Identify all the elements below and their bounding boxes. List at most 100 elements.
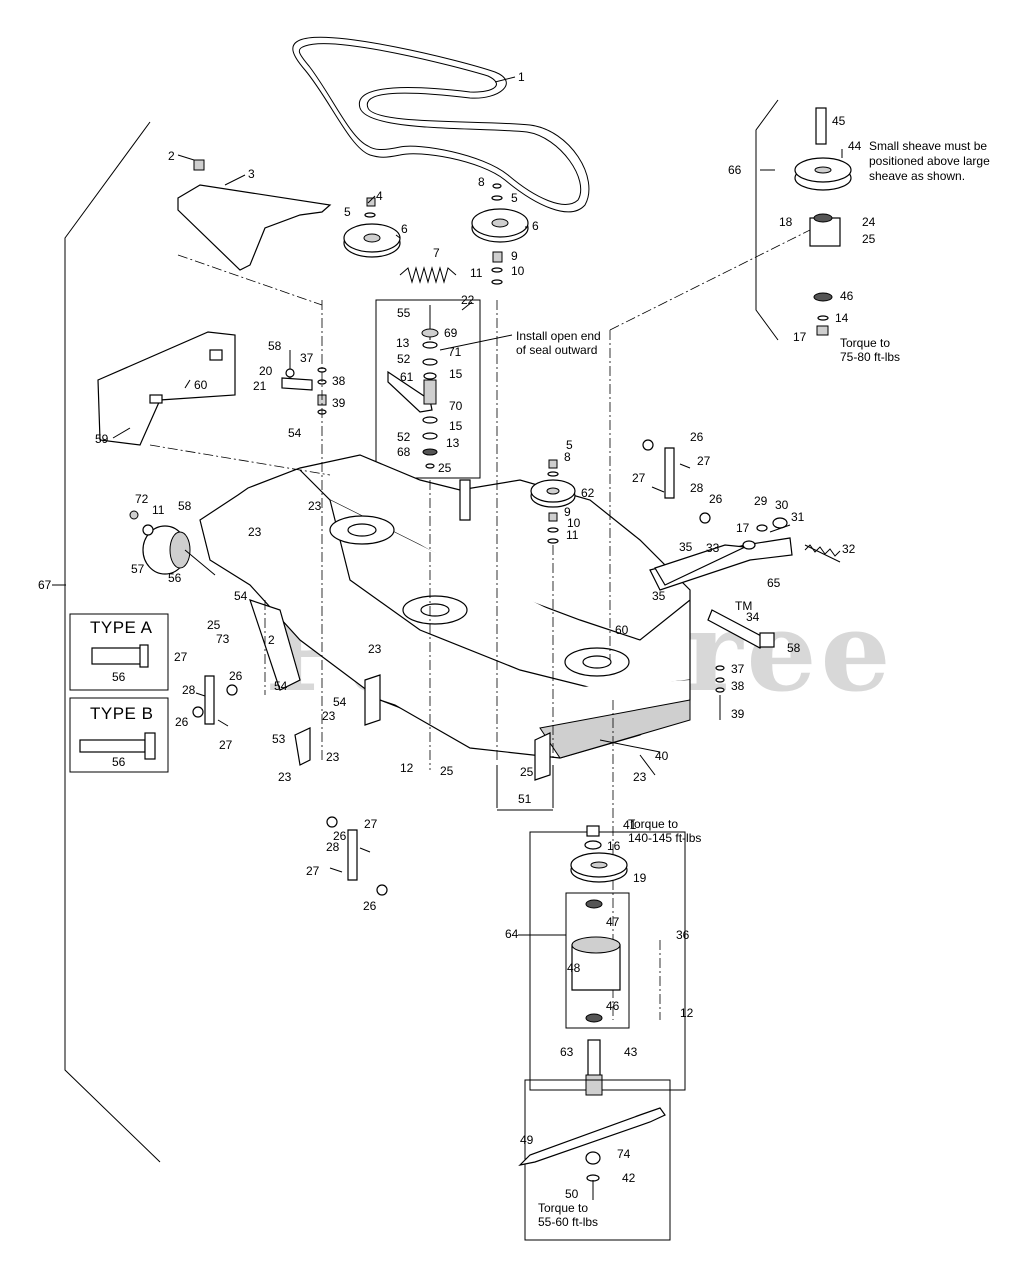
callout-27: 27 xyxy=(632,471,646,485)
callout-60: 60 xyxy=(615,623,629,637)
callout-55: 55 xyxy=(397,306,411,320)
front-skirt-leader xyxy=(599,739,661,753)
note-seal-1: Install open end xyxy=(516,329,601,343)
callout-72: 72 xyxy=(135,492,149,506)
callout-9: 9 xyxy=(564,505,571,519)
idler-arm xyxy=(387,305,439,469)
callout-41: 41 xyxy=(623,818,637,832)
callout-6: 6 xyxy=(532,219,539,233)
callout-25: 25 xyxy=(520,765,534,779)
note-small-sheave-3: sheave as shown. xyxy=(869,169,965,183)
callout-73: 73 xyxy=(216,632,230,646)
callout-59: 59 xyxy=(95,432,109,446)
callout-53: 53 xyxy=(272,732,286,746)
callout-36: 36 xyxy=(676,928,690,942)
callout-58: 58 xyxy=(268,339,282,353)
callout-10: 10 xyxy=(511,264,525,278)
callout-1: 1 xyxy=(518,70,525,84)
callout-11: 11 xyxy=(470,266,483,280)
callout-60: 60 xyxy=(194,378,208,392)
callout-5: 5 xyxy=(566,438,573,452)
callout-25: 25 xyxy=(440,764,454,778)
callout-18: 18 xyxy=(779,215,793,229)
callout-37: 37 xyxy=(731,662,745,676)
spindle-assembly xyxy=(565,825,630,1096)
callout-38: 38 xyxy=(332,374,346,388)
callout-numbers: 1 2 2 3 4 5 5 5 6 6 7 8 8 9 9 10 10 11 1… xyxy=(38,70,876,1201)
callout-34: 34 xyxy=(746,610,760,624)
callout-57: 57 xyxy=(131,562,145,576)
watermark-tm: TM xyxy=(735,599,752,613)
callout-23: 23 xyxy=(368,642,382,656)
callout-15: 15 xyxy=(449,419,463,433)
callout-27: 27 xyxy=(364,817,378,831)
note-torque-140-2: 140-145 ft-lbs xyxy=(628,831,701,845)
mower-deck-shell xyxy=(199,454,691,781)
callout-7: 7 xyxy=(433,246,440,260)
callout-26: 26 xyxy=(175,715,189,729)
callout-74: 74 xyxy=(617,1147,631,1161)
callout-3: 3 xyxy=(248,167,255,181)
type-a-part-number: 56 xyxy=(112,670,126,684)
callout-54: 54 xyxy=(333,695,347,709)
deck-hanger-chain-bottom xyxy=(326,816,388,896)
callout-56: 56 xyxy=(168,571,182,585)
callout-50: 50 xyxy=(565,1187,579,1201)
callout-16: 16 xyxy=(607,839,621,853)
callout-27: 27 xyxy=(174,650,188,664)
callout-26: 26 xyxy=(709,492,723,506)
callout-70: 70 xyxy=(449,399,463,413)
callout-25: 25 xyxy=(207,618,221,632)
callout-47: 47 xyxy=(606,915,620,929)
callout-22: 22 xyxy=(461,293,475,307)
callout-71: 71 xyxy=(448,345,462,359)
callout-31: 31 xyxy=(791,510,805,524)
idler-pulley-left xyxy=(343,197,401,258)
deck-lift-arm xyxy=(649,517,841,649)
idler-spring xyxy=(399,266,457,284)
callout-63: 63 xyxy=(560,1045,574,1059)
type-b-box: TYPE B 56 xyxy=(69,697,169,773)
type-a-box: TYPE A 56 xyxy=(69,613,169,691)
callout-8: 8 xyxy=(564,450,571,464)
clip-2 xyxy=(193,159,205,171)
callout-17: 17 xyxy=(736,521,750,535)
callout-58: 58 xyxy=(787,641,801,655)
note-torque-55-1: Torque to xyxy=(538,1201,588,1215)
callout-12: 12 xyxy=(680,1006,694,1020)
callout-19: 19 xyxy=(633,871,647,885)
callout-44: 44 xyxy=(848,139,862,153)
anti-scalp-wheel xyxy=(129,510,216,576)
callout-35: 35 xyxy=(679,540,693,554)
callout-11: 11 xyxy=(152,503,165,517)
note-torque-140-1: Torque to xyxy=(628,817,678,831)
callout-11: 11 xyxy=(566,528,579,542)
callout-67: 67 xyxy=(38,578,52,592)
callout-13: 13 xyxy=(446,436,460,450)
callout-9: 9 xyxy=(511,249,518,263)
type-b-part-number: 56 xyxy=(112,755,126,769)
callout-28: 28 xyxy=(326,840,340,854)
note-torque-55-2: 55-60 ft-lbs xyxy=(538,1215,598,1229)
callout-54: 54 xyxy=(288,426,302,440)
callout-33: 33 xyxy=(706,541,720,555)
callout-69: 69 xyxy=(444,326,458,340)
idler-pulley-right xyxy=(471,183,529,285)
mower-blade xyxy=(518,1107,666,1200)
callout-26: 26 xyxy=(363,899,377,913)
callout-26: 26 xyxy=(690,430,704,444)
callout-28: 28 xyxy=(182,683,196,697)
callout-25: 25 xyxy=(438,461,452,475)
callout-61: 61 xyxy=(400,370,414,384)
callout-54: 54 xyxy=(234,589,248,603)
callout-23: 23 xyxy=(308,499,322,513)
callout-27: 27 xyxy=(306,864,320,878)
drive-belt xyxy=(292,36,590,213)
callout-2: 2 xyxy=(168,149,175,163)
callout-43: 43 xyxy=(624,1045,638,1059)
hardware-37-39-right xyxy=(715,665,725,720)
callout-42: 42 xyxy=(622,1171,636,1185)
callout-10: 10 xyxy=(567,516,581,530)
callout-32: 32 xyxy=(842,542,856,556)
